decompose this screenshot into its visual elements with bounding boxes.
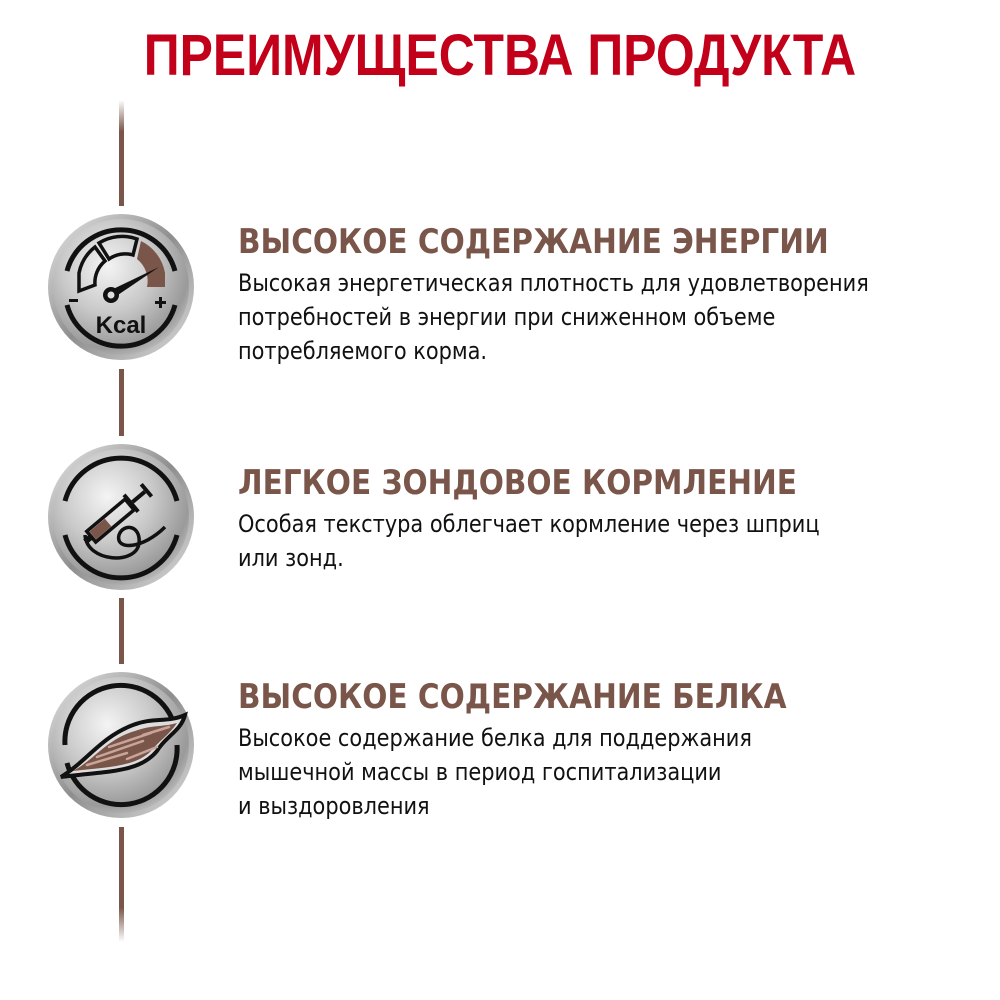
description-line: Высокая энергетическая плотность для удо… (238, 269, 869, 297)
description-line: Особая текстура облегчает кормление чере… (238, 510, 820, 538)
feature-description: Особая текстура облегчает кормление чере… (238, 507, 882, 575)
description-line: потребляемого корма. (238, 337, 488, 365)
timeline-line-bottom (119, 827, 124, 942)
description-line: Высокое содержание белка для поддержания (238, 724, 752, 752)
description-line: или зонд. (238, 544, 344, 572)
kcal-gauge-icon: Kcal (47, 213, 195, 361)
kcal-label: Kcal (96, 312, 147, 339)
feature-description: Высокое содержание белка для поддержания… (238, 721, 882, 823)
page-title: ПРЕИМУЩЕСТВА ПРОДУКТА (143, 23, 857, 88)
muscle-icon (47, 671, 195, 819)
description-line: потребностей в энергии при сниженном объ… (238, 303, 776, 331)
feature-heading: ЛЕГКОЕ ЗОНДОВОЕ КОРМЛЕНИЕ (238, 463, 797, 503)
feature-tube-feeding: ЛЕГКОЕ ЗОНДОВОЕ КОРМЛЕНИЕ Особая текстур… (238, 463, 978, 575)
feature-heading: ВЫСОКОЕ СОДЕРЖАНИЕ ЭНЕРГИИ (238, 222, 829, 262)
feature-energy: ВЫСОКОЕ СОДЕРЖАНИЕ ЭНЕРГИИ Высокая энерг… (238, 222, 978, 368)
timeline-line-top (119, 100, 124, 206)
timeline-line-2 (119, 598, 124, 664)
description-line: и выздоровления (238, 792, 430, 820)
description-line: мышечной массы в период госпитализации (238, 758, 722, 786)
timeline-line-1 (119, 369, 124, 436)
feature-description: Высокая энергетическая плотность для удо… (238, 266, 882, 368)
feature-protein: ВЫСОКОЕ СОДЕРЖАНИЕ БЕЛКА Высокое содержа… (238, 677, 978, 823)
feature-heading: ВЫСОКОЕ СОДЕРЖАНИЕ БЕЛКА (238, 677, 787, 717)
syringe-tube-icon (47, 443, 195, 591)
